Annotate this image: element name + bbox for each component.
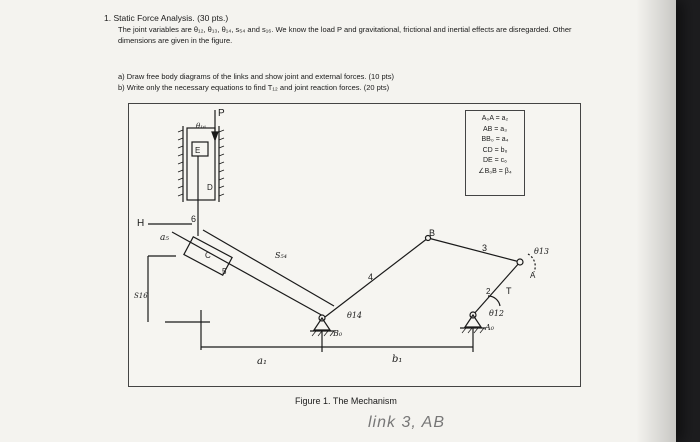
label-c: C [205, 251, 211, 260]
label-link-6: 6 [191, 214, 196, 224]
label-theta16: θ₁₆ [196, 122, 206, 130]
slider-housing [186, 127, 216, 201]
link-3 [427, 237, 521, 263]
dimension-legend: A₀A = a₂ AB = a₃ BB₀ = a₄ CD = b₆ DE = c… [465, 110, 525, 196]
torque-arrow [487, 295, 501, 307]
handwritten-note: link 3, AB [368, 414, 445, 431]
label-h: H [137, 218, 144, 229]
label-a0: A₀ [484, 323, 495, 332]
question-title: 1. Static Force Analysis. (30 pts.) [104, 13, 229, 23]
label-e: E [195, 146, 200, 155]
label-p: P [218, 108, 225, 119]
link-4-to-b [324, 237, 429, 318]
label-link-2: 2 [486, 287, 491, 296]
homework-sheet: 1. Static Force Analysis. (30 pts.) The … [0, 0, 676, 442]
question-part-a: a) Draw free body diagrams of the links … [118, 72, 394, 81]
label-link-3: 3 [482, 243, 487, 253]
figure-caption: Figure 1. The Mechanism [295, 396, 397, 406]
label-a5: a₅ [160, 233, 169, 243]
legend-line: DE = c₆ [482, 157, 508, 164]
label-theta13: θ13 [534, 247, 549, 256]
legend-line: BB₀ = a₄ [481, 136, 509, 143]
housing-hatching [177, 129, 225, 197]
question-intro: The joint variables are θ₁₂, θ₁₃, θ₁₄, s… [118, 25, 572, 45]
label-b: B [429, 228, 435, 238]
label-link-4: 4 [368, 272, 373, 282]
link-4-lower [171, 231, 326, 318]
label-b1: b₁ [392, 354, 402, 365]
slider-block-5 [183, 236, 233, 276]
block-e [191, 141, 209, 157]
joint-a [516, 258, 524, 266]
label-t: T [506, 286, 512, 296]
label-b0: B₀ [332, 329, 343, 338]
label-a: A [530, 271, 536, 280]
label-theta14: θ14 [347, 311, 362, 320]
legend-line: AB = a₃ [482, 125, 508, 133]
label-a1: a₁ [257, 356, 267, 367]
legend-line: ∠B₀B = β₄ [478, 167, 512, 175]
mechanism-diagram: P θ₁₆ E D H 6 a₅ C 5 S₅₄ 4 θ14 B₀ B 3 θ1… [134, 108, 549, 367]
legend-line: CD = b₆ [482, 146, 508, 154]
label-link-5: 5 [222, 267, 227, 276]
link-4-upper [202, 229, 335, 307]
label-theta12: θ12 [489, 309, 504, 318]
label-s16: S16 [134, 292, 148, 300]
question-part-b: b) Write only the necessary equations to… [118, 83, 390, 92]
label-d: D [207, 183, 213, 192]
legend-line: A₀A = a₂ [481, 115, 509, 122]
link-2 [472, 261, 521, 316]
label-s54: S₅₄ [275, 251, 287, 260]
